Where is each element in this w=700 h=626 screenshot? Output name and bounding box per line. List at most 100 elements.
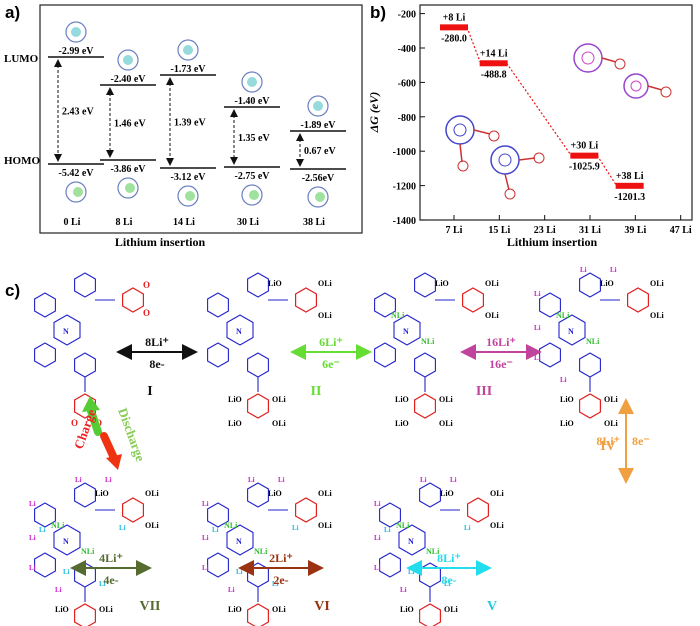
li-atom: Li [39, 526, 46, 534]
stage-label: I [147, 384, 152, 399]
x-tick-label: 47 Li [670, 225, 692, 236]
dg-label-top: +38 Li [616, 171, 644, 182]
homo-value: -5.42 eV [59, 168, 95, 179]
dg-label-top: +8 Li [443, 12, 466, 23]
li-atom: Li [202, 534, 209, 542]
benzo-ring [247, 562, 269, 588]
li-atom: Li [534, 290, 541, 298]
core-ring [398, 524, 426, 556]
charge-discharge-indicator: Charge Discharge [71, 396, 148, 470]
panel-a-x-title: Lithium insertion [115, 235, 206, 249]
oli-label: OLi [439, 395, 454, 404]
benzo-ring [34, 292, 56, 318]
imide-ring [295, 497, 317, 523]
li-atom: Li [228, 586, 235, 594]
dg-connector [466, 27, 482, 64]
benzo-ring [34, 552, 56, 578]
homo-orbital-lobe [185, 191, 195, 201]
li-atom: Li [580, 266, 587, 274]
molecule-thumbnail-final [623, 73, 672, 99]
core-ring [53, 314, 81, 346]
oli-label: OLi [439, 419, 454, 428]
oli-label: OLi [604, 395, 619, 404]
homo-orbital-lobe [315, 192, 325, 202]
homo-value: -3.86 eV [111, 164, 147, 175]
dg-marker [570, 152, 599, 159]
benzo-ring [419, 482, 441, 508]
lumo-orbital-image [177, 39, 199, 61]
nli-label: NLi [396, 521, 410, 530]
gap-value: 1.39 eV [174, 118, 206, 129]
oli-label: OLi [490, 489, 505, 498]
imide-ring [247, 393, 269, 419]
core-ring [53, 524, 81, 556]
homo-orbital-image [117, 177, 139, 199]
homo-value: -3.12 eV [171, 172, 207, 183]
structure-v: NOLiOLiLiOLiOOLiLiOOLiNLiNLiLiLiLiLiLiLi… [374, 476, 505, 626]
dg-label-value: -280.0 [441, 33, 467, 44]
core-ring [226, 524, 254, 556]
dg-connector [596, 155, 618, 187]
molecule-thumbnail-38li [573, 43, 626, 73]
oli-label: OLi [650, 279, 665, 288]
li-atom: Li [374, 500, 381, 508]
imide-ring [419, 603, 441, 626]
x-tick-label: 30 Li [237, 217, 259, 228]
x-tick-label: 39 Li [624, 225, 646, 236]
imide-ring [626, 287, 650, 313]
li-atom: Li [212, 526, 219, 534]
stage-label: II [311, 384, 322, 399]
y-tick-label: -600 [398, 78, 416, 89]
structure-vii: NOLiOLiLiOLiOOLiLiOOLiNLiNLiLiLiLiLiLiLi… [29, 476, 161, 626]
nli-label: NLi [426, 547, 440, 556]
benzo-ring [207, 552, 229, 578]
lumo-value: -1.73 eV [171, 64, 207, 75]
benzo-ring [74, 562, 96, 588]
electron-count-label: 8e- [441, 573, 456, 587]
benzo-ring [414, 352, 436, 378]
imide-ring [73, 393, 97, 419]
lio-label: LiO [268, 279, 282, 288]
lio-label: LiO [395, 419, 409, 428]
li-count-label: 8Li⁺ [145, 335, 169, 349]
oli-label: OLi [318, 489, 333, 498]
y-tick-label: -200 [398, 10, 416, 21]
core-n: N [63, 537, 69, 546]
lio-label: LiO [228, 605, 242, 614]
carbonyl-o: O [143, 280, 150, 290]
benzo-ring [379, 502, 401, 528]
core-ring [558, 314, 586, 346]
benzo-ring [207, 292, 229, 318]
dg-marker [440, 24, 468, 31]
carbonyl-o: O [143, 308, 150, 318]
lumo-orbital-lobe [183, 45, 193, 55]
dg-label-value: -1201.3 [614, 192, 645, 203]
benzo-ring [539, 292, 561, 318]
y-tick-label: -800 [398, 113, 416, 124]
li-atom: Li [534, 354, 541, 362]
benzo-ring [247, 352, 269, 378]
nli-label: NLi [51, 521, 65, 530]
oli-label: OLi [485, 311, 500, 320]
molecule-thumbnail-30li [490, 145, 545, 200]
lio-label: LiO [440, 489, 454, 498]
oli-label: OLi [272, 419, 287, 428]
y-tick-label: -1000 [393, 147, 416, 158]
oli-label: OLi [444, 605, 459, 614]
li-atom: Li [99, 580, 106, 588]
oli-label: OLi [485, 279, 500, 288]
nli-label: NLi [224, 521, 238, 530]
panel-b-y-title: ΔG (eV) [367, 92, 381, 134]
lio-label: LiO [55, 605, 69, 614]
oli-label: OLi [99, 605, 114, 614]
homo-orbital-lobe [249, 190, 259, 200]
core-n: N [568, 327, 574, 336]
core-n: N [236, 537, 242, 546]
benzo-ring [34, 342, 56, 368]
li-atom: Li [534, 324, 541, 332]
panel-c: c) NOOOOINOLiOLiLiOLiOOLiLiOOLiIINOLiOLi… [5, 266, 665, 626]
li-atom: Li [29, 534, 36, 542]
benzo-ring [374, 342, 396, 368]
benzo-ring [34, 502, 56, 528]
